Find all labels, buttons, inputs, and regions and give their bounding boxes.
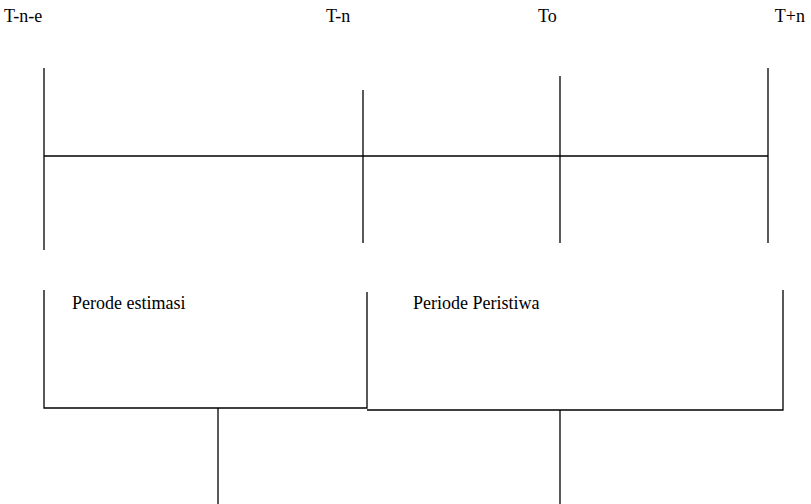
- tick: [767, 68, 768, 243]
- period-label: Perode estimasi: [72, 293, 185, 313]
- time-axis: [44, 155, 768, 156]
- tick: [43, 68, 44, 250]
- brackets: [44, 290, 783, 504]
- estimation-bracket: [44, 290, 367, 408]
- bracket-stem: [217, 408, 218, 504]
- tick-label: To: [538, 6, 557, 26]
- tick-label: T+n: [775, 6, 805, 26]
- tick: [559, 76, 560, 243]
- tick: [362, 90, 363, 243]
- bracket-stem: [559, 410, 560, 504]
- tick-label: T-n: [326, 6, 350, 26]
- tick-label: T-n-e: [4, 6, 42, 26]
- period-label: Periode Peristiwa: [413, 293, 539, 313]
- event-bracket: [367, 290, 783, 410]
- timeline: [44, 68, 768, 250]
